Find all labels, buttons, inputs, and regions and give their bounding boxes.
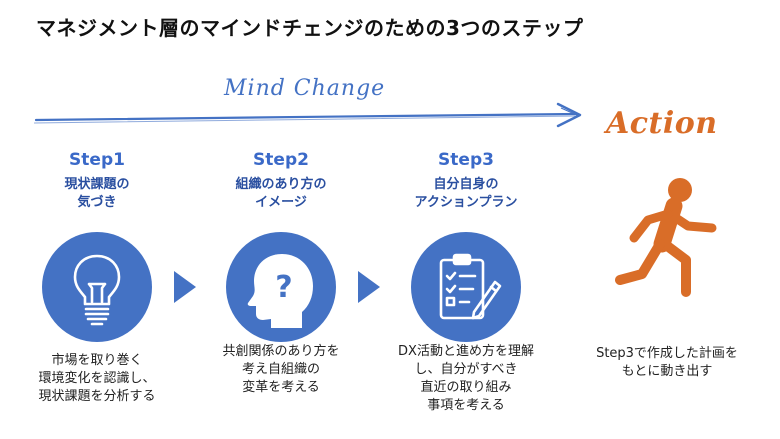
action-description: Step3で作成した計画を もとに動き出す: [596, 346, 738, 379]
arrow-right-icon: [358, 271, 380, 303]
svg-text:?: ?: [275, 270, 292, 305]
step3-description: DX活動と進め方を理解 し、自分がすべき 直近の取り組み 事項を考える: [398, 344, 534, 413]
step3-circle: [411, 232, 521, 342]
clipboard-checklist-icon: [439, 253, 502, 320]
step2-title: Step2: [253, 150, 309, 170]
step2-circle: ?: [226, 232, 336, 342]
step1-circle: [42, 232, 152, 342]
step2-description: 共創関係のあり方を 考え自組織の 変革を考える: [222, 344, 340, 395]
mind-change-arrow: [33, 102, 582, 128]
head-question-icon: ?: [247, 254, 313, 328]
running-person-icon: [615, 178, 717, 297]
mind-change-label: Mind Change: [224, 76, 386, 101]
action-label: Action: [606, 106, 718, 141]
page-title: マネジメント層のマインドチェンジのための3つのステップ: [36, 16, 584, 40]
step1-subtitle: 現状課題の 気づき: [64, 177, 130, 210]
step1-description: 市場を取り巻く 環境変化を認識し、 現状課題を分析する: [38, 353, 156, 404]
step3-title: Step3: [438, 150, 494, 170]
lightbulb-icon: [73, 254, 121, 326]
arrow-right-icon: [174, 271, 196, 303]
step3-subtitle: 自分自身の アクションプラン: [414, 177, 518, 210]
step2-subtitle: 組織のあり方の イメージ: [235, 177, 327, 210]
step1-title: Step1: [69, 150, 125, 170]
